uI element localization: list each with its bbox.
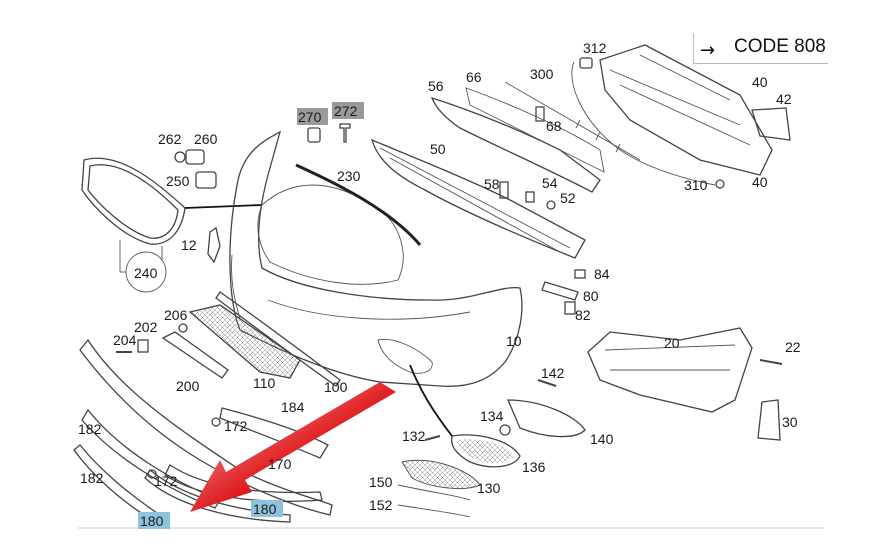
leader-fog-trim <box>409 364 453 437</box>
screw-132 <box>424 435 441 441</box>
label-80: 80 <box>583 288 599 304</box>
label-180-left: 180 <box>140 513 164 529</box>
strip-152 <box>397 504 471 518</box>
label-54: 54 <box>542 175 558 191</box>
label-136: 136 <box>522 459 546 475</box>
label-82: 82 <box>575 307 591 323</box>
label-42: 42 <box>776 91 792 107</box>
label-40-top: 40 <box>752 74 768 90</box>
clip-202 <box>137 339 149 353</box>
label-30: 30 <box>782 414 798 430</box>
bracket-200 <box>161 331 229 379</box>
strip-184 <box>219 407 329 459</box>
screw-142 <box>537 379 557 387</box>
label-84: 84 <box>594 266 610 282</box>
strip-100 <box>215 291 341 387</box>
fog-trim-136 <box>450 434 521 468</box>
label-56: 56 <box>428 78 444 94</box>
red-pointer-arrow <box>190 382 396 512</box>
lower-grille-110 <box>188 304 301 379</box>
bolt-22 <box>759 359 783 365</box>
label-182-lower: 182 <box>80 470 104 486</box>
clip-134 <box>499 424 511 436</box>
label-270: 270 <box>298 109 322 125</box>
label-152: 152 <box>369 497 393 513</box>
label-204: 204 <box>113 332 137 348</box>
bracket-140 <box>507 399 586 438</box>
label-10: 10 <box>506 333 522 349</box>
fasteners-52-68 <box>499 106 556 210</box>
parts-80-84 <box>541 269 586 315</box>
label-150: 150 <box>369 474 393 490</box>
label-130: 130 <box>477 480 501 496</box>
arrow-right-icon: → <box>700 40 716 61</box>
clip-172-upper <box>211 417 221 427</box>
label-172-upper: 172 <box>224 418 248 434</box>
grille-bracket-50 <box>370 138 586 259</box>
code-note-text: CODE 808 <box>734 36 826 57</box>
label-132: 132 <box>402 428 426 444</box>
label-140: 140 <box>590 431 614 447</box>
leader-240-to-bumper <box>184 204 263 209</box>
highlight-270 <box>297 108 328 125</box>
bracket-66 <box>430 87 605 193</box>
grille-insert-130 <box>401 459 481 490</box>
label-200: 200 <box>176 378 200 394</box>
label-50: 50 <box>430 141 446 157</box>
highlight-180-right <box>251 500 283 517</box>
bracket-30 <box>757 399 781 441</box>
wiring-300 <box>504 81 641 161</box>
highlight-180-left <box>138 512 170 529</box>
label-58: 58 <box>484 176 500 192</box>
label-184: 184 <box>281 399 305 415</box>
label-180-right: 180 <box>253 501 277 517</box>
label-52: 52 <box>560 190 576 206</box>
impact-bar-40 <box>599 44 773 176</box>
label-20: 20 <box>664 335 680 351</box>
label-134: 134 <box>480 408 504 424</box>
label-66: 66 <box>466 69 482 85</box>
strip-150 <box>397 484 471 501</box>
label-142: 142 <box>541 365 565 381</box>
clip-310 <box>715 179 725 189</box>
label-172-lower: 172 <box>154 473 178 489</box>
label-22: 22 <box>785 339 801 355</box>
label-170: 170 <box>268 456 292 472</box>
label-300: 300 <box>530 66 554 82</box>
label-68: 68 <box>546 118 562 134</box>
code-note: → CODE 808 <box>693 33 828 64</box>
highlight-272 <box>332 102 364 119</box>
clip-206 <box>178 323 188 333</box>
clip-312 <box>579 57 593 69</box>
cable-310 <box>571 61 716 186</box>
label-182-upper: 182 <box>78 421 102 437</box>
label-100: 100 <box>324 379 348 395</box>
label-12: 12 <box>181 237 197 253</box>
label-202: 202 <box>134 319 158 335</box>
sensor-group-250 <box>174 149 217 189</box>
fasteners-270-272 <box>307 123 351 143</box>
bracket-42 <box>751 107 791 141</box>
label-310: 310 <box>684 177 708 193</box>
carrier-20 <box>587 327 753 413</box>
label-250: 250 <box>166 173 190 189</box>
grille-frame-240 <box>81 157 186 293</box>
label-272: 272 <box>334 103 358 119</box>
label-260: 260 <box>194 131 218 147</box>
label-262: 262 <box>158 131 182 147</box>
lower-strips <box>73 338 333 523</box>
clip-172-lower <box>147 469 157 479</box>
connector-12 <box>207 226 221 264</box>
label-240: 240 <box>134 265 158 281</box>
label-230: 230 <box>337 168 361 184</box>
trim-strip-230 <box>295 163 422 246</box>
label-40-bottom: 40 <box>752 174 768 190</box>
label-206: 206 <box>164 307 188 323</box>
label-110: 110 <box>253 375 276 391</box>
label-312: 312 <box>583 40 607 56</box>
